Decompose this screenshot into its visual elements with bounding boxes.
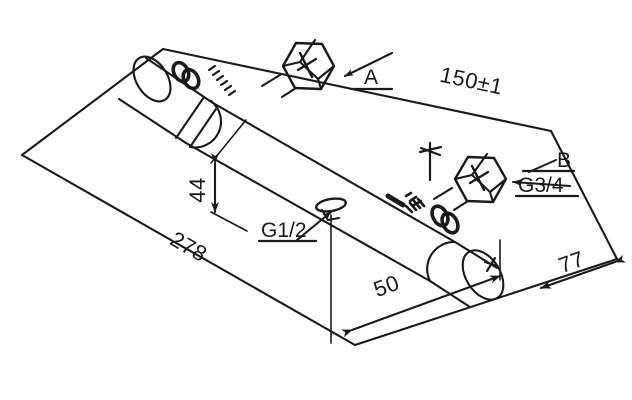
left-handle-knurl [207, 64, 237, 97]
hex-connector-b-cross-icon [468, 164, 490, 192]
dim-44-ext-top [210, 119, 247, 164]
callout-label-a: A [364, 66, 378, 89]
hex-connector-a-stub-b [280, 86, 298, 99]
end-face-cross-marker [483, 256, 499, 273]
callout-g12-leader-line [295, 210, 333, 242]
body-top-edge [211, 101, 457, 244]
dim-label-50: 50 [370, 270, 402, 302]
frame-edge-upper-left [20, 47, 165, 157]
right-cap-inner-curve [426, 240, 457, 283]
callout-a-leader-line [343, 51, 394, 78]
dim-44 [210, 119, 248, 232]
body-bottom-edge [184, 141, 432, 283]
dim-label-44: 44 [185, 177, 210, 202]
left-handle-ring-edge-a [174, 95, 206, 140]
hex-connector-b-stub [432, 186, 454, 201]
dim-50 [330, 214, 502, 344]
mixer-body [117, 55, 505, 309]
frame-edge-right [549, 129, 619, 261]
callout-label-g34: G3/4 [518, 174, 564, 197]
frame-edge-lower-left [20, 153, 357, 347]
callout-underlines [257, 87, 580, 243]
dim-44-ext-bottom [210, 211, 248, 232]
dim-label-278: 278 [166, 226, 212, 267]
left-cap-bottom-edge [117, 97, 188, 145]
hex-connector-b-facet-c [488, 177, 508, 194]
dim-77 [539, 254, 626, 290]
dim-label-150: 150±1 [438, 62, 505, 100]
hex-connector-a-cross-icon [296, 51, 318, 79]
callout-g12-leader [295, 210, 333, 242]
callout-g34-leader-line [511, 179, 572, 188]
dim-50-line [341, 274, 502, 338]
callout-label-g12: G1/2 [261, 219, 307, 242]
left-handle-ring-edge-b [188, 104, 220, 149]
left-cap-end-face [132, 55, 172, 103]
hex-connector-a-stub [260, 73, 282, 88]
centreline-cross-marker [418, 141, 443, 182]
dim-77-line [539, 254, 626, 290]
left-handle-button [171, 60, 201, 91]
hex-connector-b [432, 152, 508, 212]
temperature-scale [385, 191, 426, 214]
callout-a-leader [343, 51, 394, 78]
right-handle-lever [430, 204, 460, 235]
left-handle-ring-curve [188, 99, 223, 149]
scale-graduation-marks [404, 191, 426, 214]
callout-g34-leader [511, 179, 572, 188]
hex-connector-b-stub-b [452, 199, 470, 212]
hex-connector-a-facet-c [316, 64, 336, 81]
hex-connector-a [260, 38, 336, 99]
callout-label-b: B [557, 149, 571, 172]
